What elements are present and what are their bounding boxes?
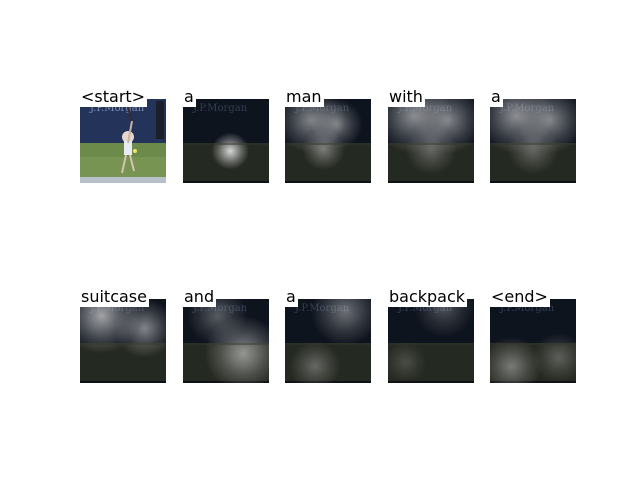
attention-map-2: J.P.Morgan	[285, 99, 371, 183]
attention-image: J.P.Morgan	[490, 99, 576, 183]
attention-image: J.P.Morgan	[388, 99, 474, 183]
attention-map-5: J.P.Morgan	[80, 299, 166, 383]
original-image: J.P.Morgan	[80, 99, 166, 183]
token-label: a	[490, 87, 503, 107]
attention-image: J.P.Morgan	[490, 299, 576, 383]
attention-map-7: J.P.Morgan	[285, 299, 371, 383]
background-text: J.P.Morgan	[89, 103, 145, 114]
attention-map-6: J.P.Morgan	[183, 299, 269, 383]
token-label: with	[388, 87, 425, 107]
attention-map-4: J.P.Morgan	[490, 99, 576, 183]
token-label: <end>	[490, 287, 550, 307]
token-label: a	[285, 287, 298, 307]
original-image-0: J.P.Morgan	[80, 99, 166, 183]
attention-map-8: J.P.Morgan	[388, 299, 474, 383]
attention-map-9: J.P.Morgan	[490, 299, 576, 383]
attention-image: J.P.Morgan	[183, 99, 269, 183]
attention-image: J.P.Morgan	[285, 299, 371, 383]
attention-image: J.P.Morgan	[285, 99, 371, 183]
token-label: backpack	[388, 287, 468, 307]
token-label: a	[183, 87, 196, 107]
attention-image: J.P.Morgan	[80, 299, 166, 383]
token-label: man	[285, 87, 324, 107]
token-label: and	[183, 287, 217, 307]
attention-map-3: J.P.Morgan	[388, 99, 474, 183]
attention-image: J.P.Morgan	[388, 299, 474, 383]
token-label: suitcase	[80, 287, 149, 307]
attention-map-1: J.P.Morgan	[183, 99, 269, 183]
attention-image: J.P.Morgan	[183, 299, 269, 383]
token-label: <start>	[80, 87, 148, 107]
